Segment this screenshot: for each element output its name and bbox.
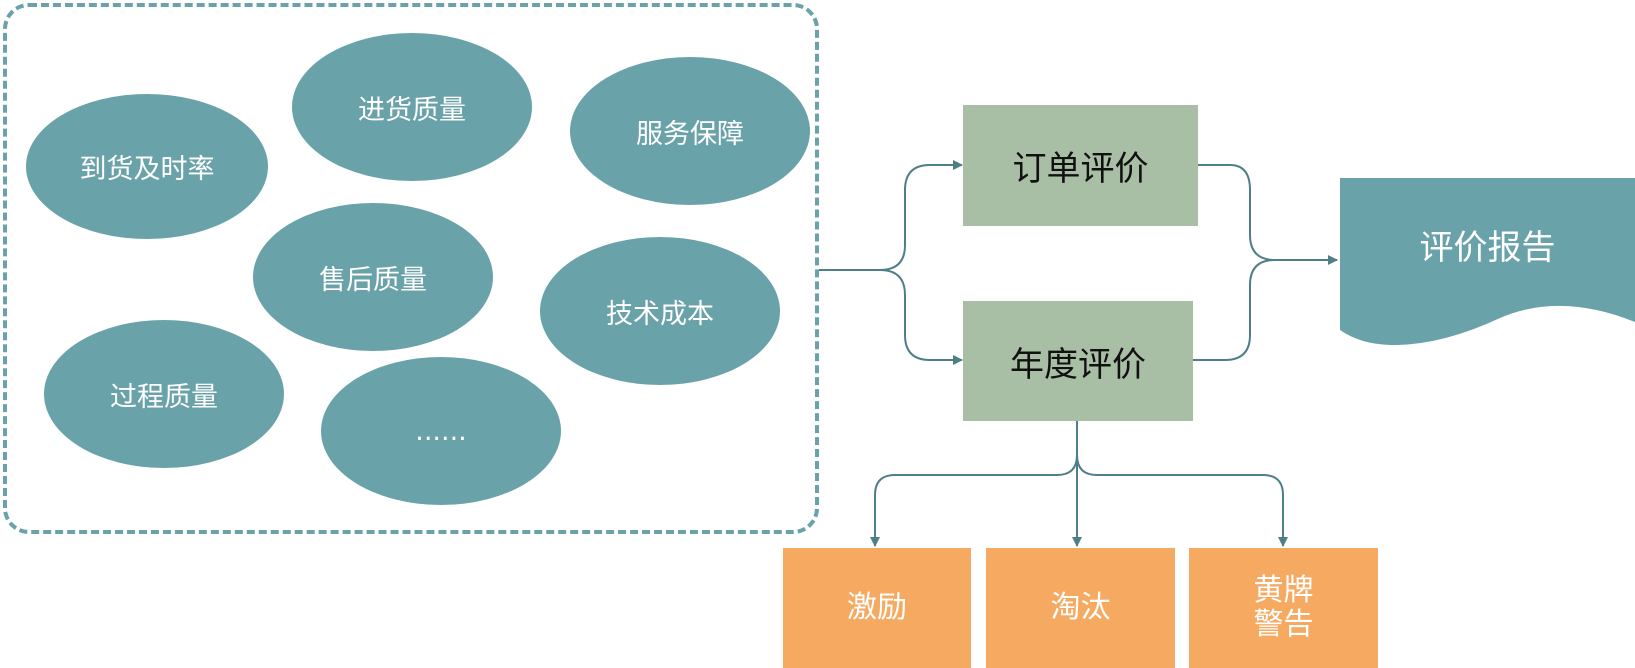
- brace-to-annual: [879, 269, 963, 365]
- yellow-card-label-line1: 黄牌: [1253, 572, 1314, 608]
- criterion-label: ......: [415, 415, 467, 447]
- to-incentive: [870, 454, 1078, 547]
- criterion-more: ......: [321, 357, 561, 505]
- criterion-after-sales-quality: 售后质量: [253, 203, 493, 351]
- incentive-box: 激励: [783, 548, 971, 668]
- criteria-group-frame: [3, 3, 819, 534]
- criterion-service-guarantee: 服务保障: [570, 57, 810, 205]
- elimination-label: 淘汰: [1050, 589, 1111, 625]
- to-yellow-card: [1076, 454, 1288, 547]
- order-evaluation-label: 订单评价: [1012, 149, 1149, 189]
- criterion-label: 技术成本: [606, 298, 714, 330]
- criterion-label: 过程质量: [110, 381, 218, 413]
- merge-from-order: [1195, 164, 1338, 265]
- criterion-label: 服务保障: [636, 118, 744, 150]
- merge-from-annual: [1190, 259, 1276, 361]
- elimination-box: 淘汰: [986, 548, 1175, 668]
- annual-evaluation-label: 年度评价: [1010, 344, 1146, 385]
- incentive-label: 激励: [847, 589, 907, 625]
- yellow-card-box: 黄牌 警告: [1189, 548, 1378, 668]
- criterion-technical-cost: 技术成本: [540, 237, 780, 385]
- report-label: 评价报告: [1419, 228, 1556, 268]
- criterion-label: 到货及时率: [79, 154, 215, 185]
- order-evaluation-box: 订单评价: [963, 105, 1198, 226]
- criterion-incoming-quality: 进货质量: [292, 33, 532, 181]
- brace-to-evaluations: [819, 160, 963, 271]
- criterion-arrival-rate: 到货及时率: [26, 94, 268, 239]
- criterion-process-quality: 过程质量: [44, 320, 284, 468]
- criterion-label: 进货质量: [358, 94, 466, 126]
- yellow-card-label-line2: 警告: [1253, 607, 1314, 642]
- criterion-label: 售后质量: [319, 264, 427, 296]
- report-document-shape: [1340, 178, 1635, 346]
- annual-evaluation-box: 年度评价: [963, 301, 1193, 421]
